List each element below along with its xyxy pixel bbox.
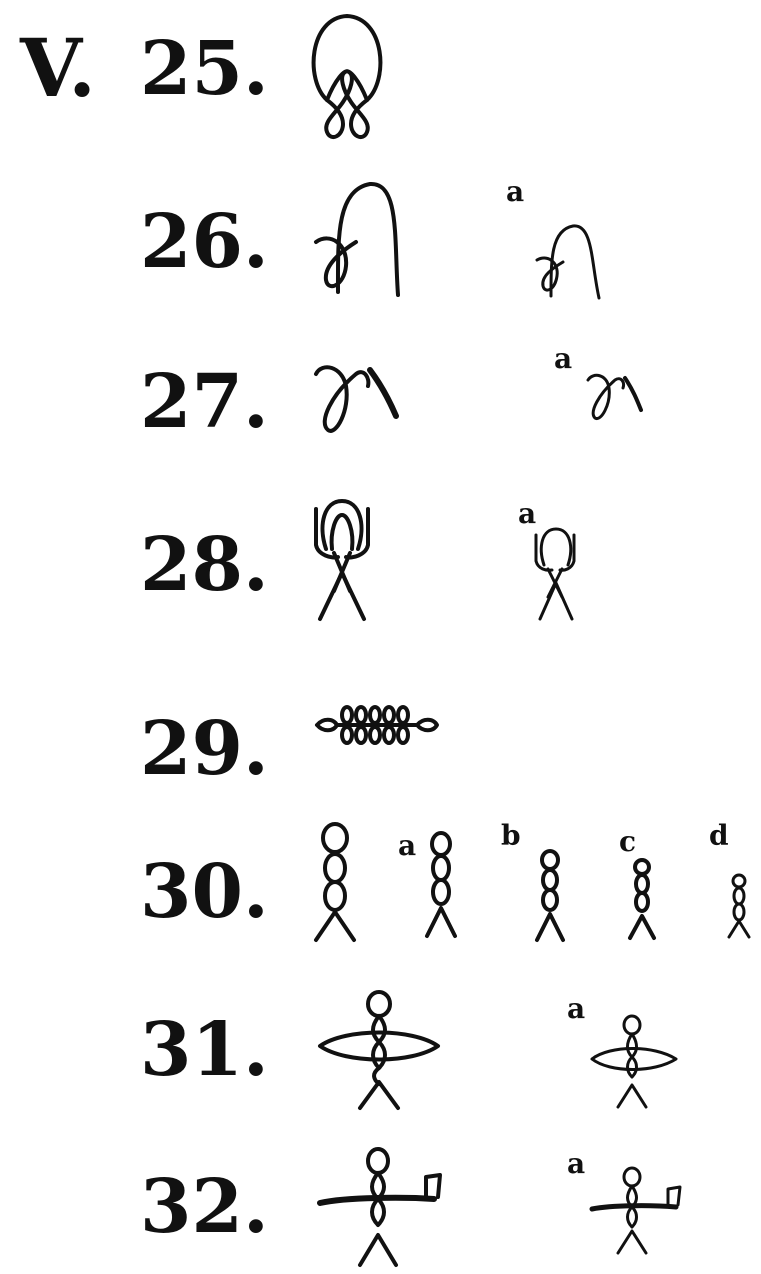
figure-26a-letter: a [506,178,524,206]
figure-26-number: 26. [140,205,269,279]
figure-29-number: 29. [140,712,269,786]
figure-30-number: 30. [140,855,269,929]
twisted-chain-figure-icon [726,873,752,941]
small-loop-with-hooked-stick-icon [585,370,645,430]
figure-32a-letter: a [567,1150,585,1178]
small-folded-loops-on-crossed-legs-icon [530,525,582,623]
figure-with-bar-and-flag-icon [316,1145,446,1270]
figure-30b-letter: b [501,822,521,850]
small-figure-with-lens-arms-icon [588,1013,680,1111]
figure-30a-letter: a [398,832,416,860]
twisted-chain-figure-icon [423,830,459,940]
arch-with-side-loop-icon [310,180,405,305]
small-arch-with-side-loop-icon [533,222,603,302]
figure-28-number: 28. [140,528,269,602]
loop-with-hooked-stick-icon [312,360,402,445]
figure-with-lens-arms-icon [316,988,442,1113]
loop-with-two-small-loops-icon [305,10,390,140]
figure-31a-letter: a [567,995,585,1023]
small-figure-with-bar-and-flag-icon [588,1165,684,1257]
section-label: V. [20,28,96,108]
figure-32-number: 32. [140,1170,269,1244]
twisted-chain-figure-icon [310,820,360,945]
figure-27a-letter: a [554,345,572,373]
figure-30c-letter: c [619,828,636,856]
folded-loops-on-crossed-legs-icon [308,495,378,625]
figure-30d-letter: d [709,822,729,850]
figure-28a-letter: a [518,500,536,528]
figure-27-number: 27. [140,365,269,439]
figure-31-number: 31. [140,1013,269,1087]
twisted-chain-figure-icon [626,858,658,942]
horizontal-row-of-loops-icon [313,700,441,750]
figure-25-number: 25. [140,32,269,106]
twisted-chain-figure-icon [533,848,567,943]
